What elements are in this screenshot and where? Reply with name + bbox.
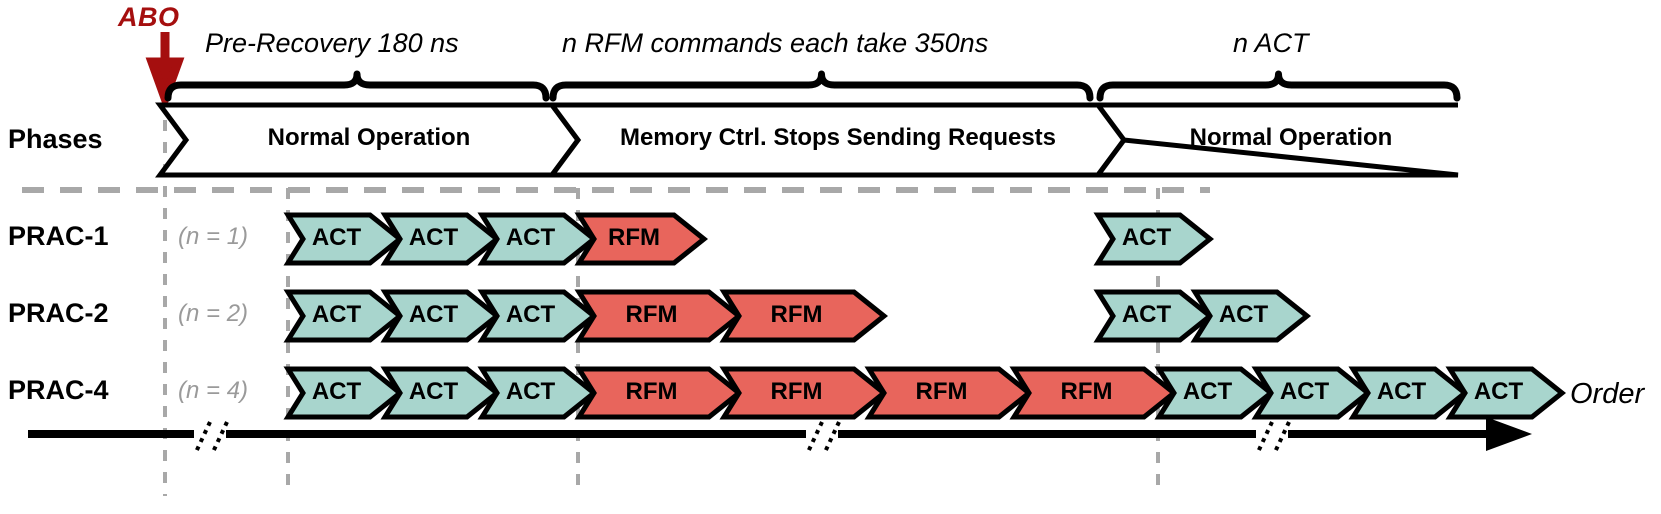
brace-label-rfm-window: n RFM commands each take 350ns [562, 28, 989, 58]
command-rfm-prac-2-4[interactable] [719, 289, 889, 343]
command-act-prac-4-2[interactable] [477, 366, 599, 420]
order-axis-label: Order [1570, 378, 1645, 410]
abo-arrow-icon [145, 32, 185, 112]
phase-label-normal-operation-1: Normal Operation [267, 124, 471, 151]
row-label-prac-4: PRAC-4 [8, 375, 109, 405]
timeline-break-gap-2 [1256, 426, 1288, 442]
timeline-break-gap-0 [194, 426, 226, 442]
timeline-break-gap-1 [806, 426, 838, 442]
row-label-phases: Phases [8, 124, 103, 154]
timeline-break-slash-1-1 [823, 421, 841, 453]
command-rfm-prac-2-3[interactable] [574, 289, 744, 343]
command-act-prac-2-5[interactable] [1093, 289, 1215, 343]
brace-act-window [1096, 70, 1461, 102]
command-rfm-prac-4-5[interactable] [864, 366, 1034, 420]
command-act-prac-2-2[interactable] [477, 289, 599, 343]
command-act-prac-4-1[interactable] [380, 366, 502, 420]
order-arrowhead-icon [1486, 417, 1532, 451]
command-act-prac-2-6[interactable] [1190, 289, 1312, 343]
command-act-prac-1-4[interactable] [1093, 212, 1215, 266]
row-n-value-prac-4: (n = 4) [178, 377, 249, 404]
brace-rfm-window [549, 70, 1094, 102]
row-label-prac-2: PRAC-2 [8, 298, 109, 328]
brace-pre-recovery [164, 70, 550, 102]
brace-label-pre-recovery: Pre-Recovery 180 ns [205, 28, 459, 58]
command-act-prac-1-0[interactable] [283, 212, 405, 266]
row-n-value-prac-2: (n = 2) [178, 300, 249, 327]
timeline-break-slash-2-1 [1273, 421, 1291, 453]
command-act-prac-4-8[interactable] [1251, 366, 1373, 420]
phase-label-normal-operation-2: Normal Operation [1189, 124, 1393, 151]
timeline-break-slash-2-0 [1256, 421, 1274, 453]
command-act-prac-4-10[interactable] [1445, 366, 1567, 420]
command-act-prac-4-7[interactable] [1154, 366, 1276, 420]
command-rfm-prac-4-4[interactable] [719, 366, 889, 420]
command-act-prac-2-1[interactable] [380, 289, 502, 343]
command-act-prac-4-9[interactable] [1348, 366, 1470, 420]
command-act-prac-1-2[interactable] [477, 212, 599, 266]
command-rfm-prac-4-3[interactable] [574, 366, 744, 420]
timeline-break-slash-1-0 [806, 421, 824, 453]
command-rfm-prac-4-6[interactable] [1009, 366, 1179, 420]
phase-label-memory-ctrl-stops: Memory Ctrl. Stops Sending Requests [619, 124, 1057, 151]
timeline-break-slash-0-1 [211, 421, 229, 453]
row-label-prac-1: PRAC-1 [8, 221, 109, 251]
brace-label-act-window: n ACT [1233, 28, 1309, 58]
command-rfm-prac-1-3[interactable] [574, 212, 709, 266]
row-n-value-prac-1: (n = 1) [178, 223, 249, 250]
abo-label: ABO [118, 2, 180, 32]
command-act-prac-4-0[interactable] [283, 366, 405, 420]
timeline-break-slash-0-0 [194, 421, 212, 453]
command-act-prac-2-0[interactable] [283, 289, 405, 343]
phase-box-phase-normal-operation-2 [1093, 102, 1459, 178]
command-act-prac-1-1[interactable] [380, 212, 502, 266]
